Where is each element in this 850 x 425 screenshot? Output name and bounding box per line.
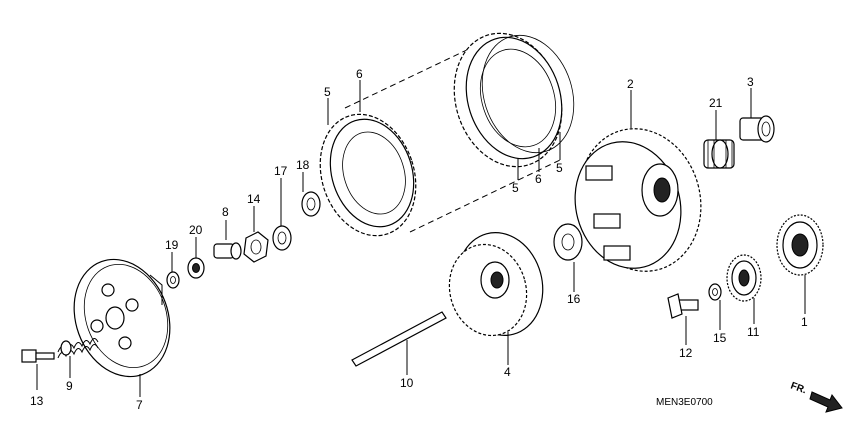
clutch-plate-stack-front: [319, 113, 417, 237]
front-label: FR.: [789, 380, 808, 396]
callout-7: 7: [136, 398, 143, 412]
lifter-rod: [351, 311, 447, 367]
gear-washer-and-bolt: [667, 283, 722, 319]
callout-20: 20: [189, 223, 203, 237]
leader-lines: [36, 80, 806, 397]
callout-4: 4: [504, 365, 511, 379]
callout-5a: 5: [324, 85, 331, 99]
clutch-center: [448, 232, 544, 337]
clutch-outer: [574, 128, 702, 272]
callout-16: 16: [567, 292, 581, 306]
callout-5c: 5: [556, 161, 563, 175]
callout-19: 19: [165, 238, 179, 252]
callout-10: 10: [400, 376, 414, 390]
callout-13: 13: [30, 394, 44, 408]
callout-18: 18: [296, 158, 310, 172]
drive-gear-small: [726, 254, 762, 302]
clutch-spring: [57, 338, 99, 359]
callout-15: 15: [713, 331, 727, 345]
callout-12: 12: [679, 346, 693, 360]
callout-1: 1: [801, 315, 808, 329]
drive-gear-large: [776, 214, 824, 276]
thrust-washer: [553, 223, 583, 261]
callout-21: 21: [709, 96, 723, 110]
diagram-code: MEN3E0700: [656, 397, 713, 408]
needle-bearing: [703, 139, 735, 169]
callout-9: 9: [66, 379, 73, 393]
pressure-plate: [73, 258, 171, 378]
callout-17: 17: [274, 164, 288, 178]
callout-2: 2: [627, 77, 634, 91]
front-direction-indicator: FR.: [789, 380, 843, 413]
callout-6a: 6: [356, 67, 363, 81]
callout-14: 14: [247, 192, 261, 206]
collar: [739, 115, 775, 143]
callout-11: 11: [747, 325, 760, 339]
callout-6b: 6: [535, 172, 542, 186]
callout-3: 3: [747, 75, 754, 89]
small-hardware: [166, 191, 321, 289]
bolt-13: [21, 349, 55, 363]
callout-5b: 5: [512, 181, 519, 195]
front-arrow-icon: [809, 391, 843, 413]
callout-labels: 1 2 3 4 5 5 5 6 6 7 8 9 10 11 12 13 14 1…: [30, 67, 808, 412]
callout-8: 8: [222, 205, 229, 219]
clutch-plate-stack-rear: [453, 32, 575, 168]
